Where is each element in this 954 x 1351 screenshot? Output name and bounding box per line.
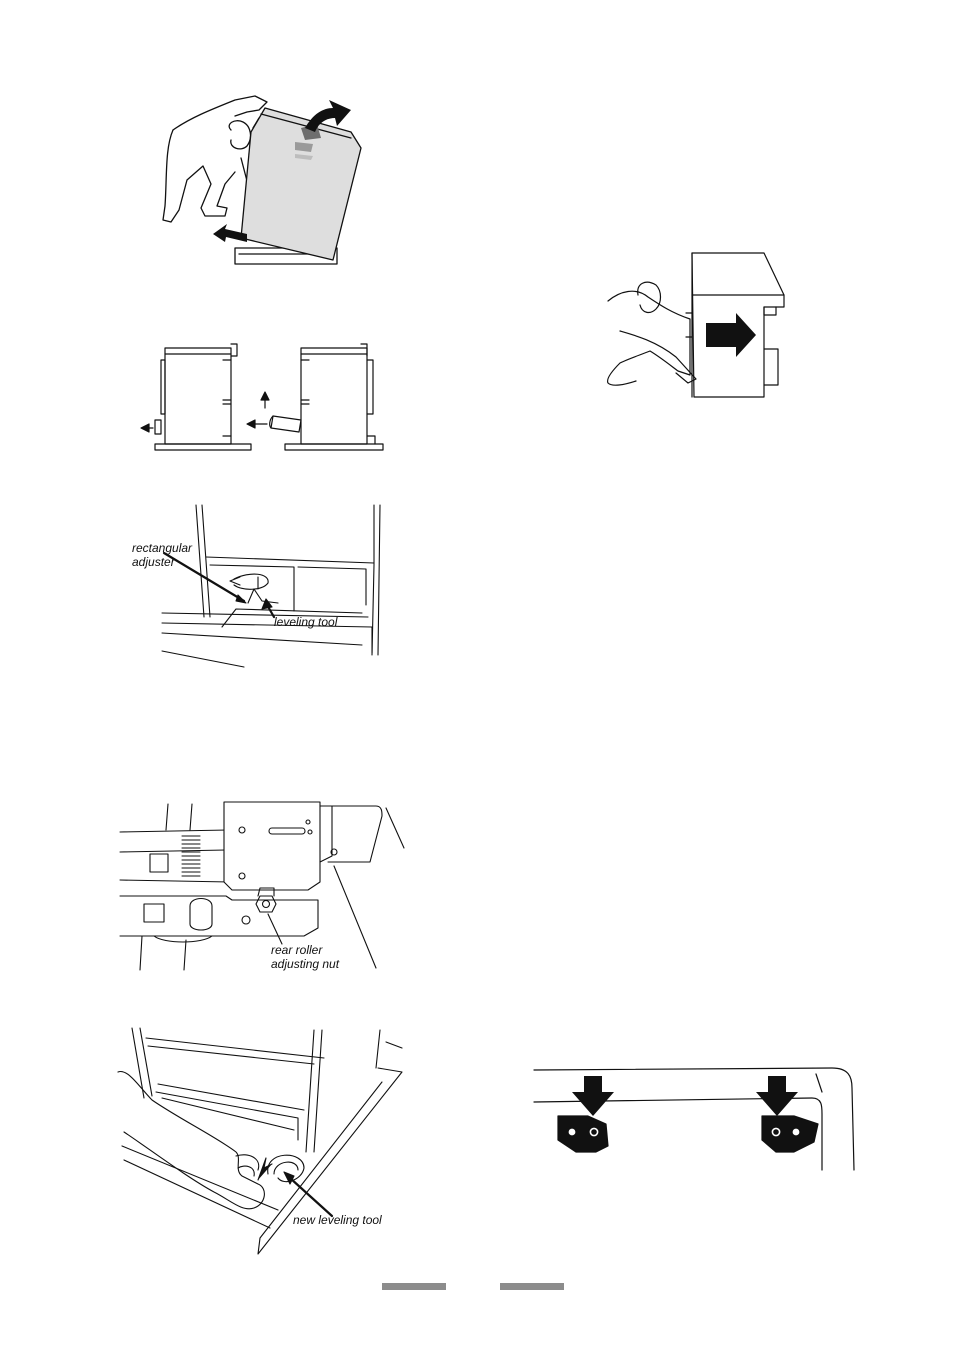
label-line-1: rectangular: [132, 541, 193, 555]
footer-bar-right: [500, 1283, 564, 1290]
figure-anti-tip-brackets: [532, 1062, 862, 1174]
figure-rectangular-adjuster: [161, 504, 392, 670]
label-leveling-tool: leveling tool: [274, 615, 338, 629]
label-new-leveling-tool: new leveling tool: [293, 1213, 382, 1227]
figure-rear-roller-adjusting-nut: [119, 800, 410, 975]
footer-bar-left: [382, 1283, 446, 1290]
figure-new-leveling-tool: [117, 1027, 408, 1256]
label-line-2: adjusting nut: [271, 957, 340, 971]
figure-slide-range-to-wall: [600, 245, 800, 405]
figure-tilt-range-off-pallet: [155, 88, 375, 278]
label-rear-roller-adjusting-nut: rear roller adjusting nut: [271, 943, 339, 971]
figure-remove-shipping-pieces: [135, 340, 390, 452]
label-line-1: rear roller: [271, 943, 323, 957]
label-line-2: adjuster: [132, 555, 175, 569]
label-rectangular-adjuster: rectangular adjuster: [132, 541, 192, 569]
